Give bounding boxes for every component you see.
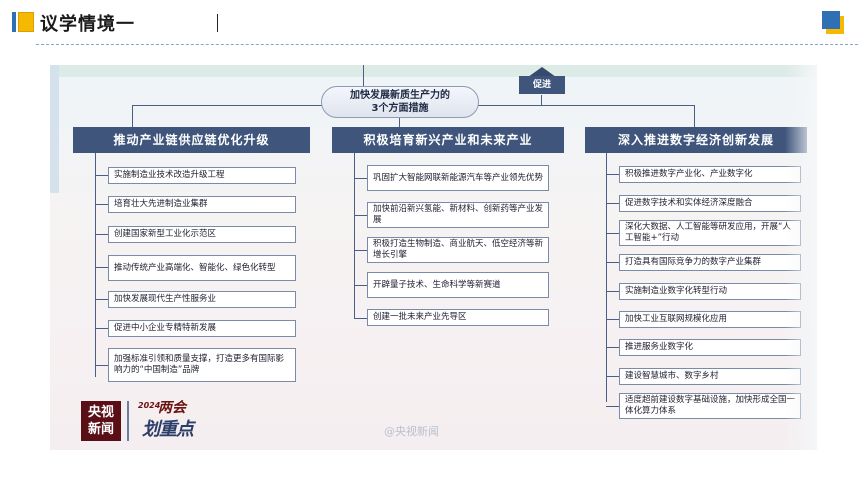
column-2-item: 积极打造生物制造、商业航天、低空经济等新增长引擎 [367, 237, 549, 263]
column-3-item: 加快工业互联网规模化应用 [619, 311, 801, 328]
branch-line [606, 376, 619, 377]
column-2-item: 开辟量子技术、生命科学等新赛道 [367, 272, 549, 298]
column-2-item: 创建一批未来产业先导区 [367, 309, 549, 326]
arrow-up-icon [528, 67, 556, 77]
center-node-line2: 3个方面措施 [371, 103, 429, 114]
column-3-item: 积极推进数字产业化、产业数字化 [619, 166, 801, 183]
branch-line [95, 175, 108, 176]
column-3-item: 深化大数据、人工智能等研发应用，开展“人工智能+”行动 [619, 220, 801, 246]
branch-line [95, 365, 108, 366]
connector-col3 [694, 105, 695, 127]
column-1-item: 加强标准引领和质量支撑，打造更多有国际影响力的“中国制造”品牌 [108, 348, 296, 382]
branch-line [354, 215, 367, 216]
branch-line [354, 250, 367, 251]
branch-line [606, 291, 619, 292]
column-2-spine [354, 153, 355, 319]
header-accent-square [18, 12, 34, 32]
column-3-item: 打造具有国际竞争力的数字产业集群 [619, 254, 801, 271]
branch-line [95, 204, 108, 205]
logo-year: 2024 [138, 401, 161, 410]
connector-col1 [132, 105, 133, 127]
header-divider [36, 44, 858, 45]
connector-right [477, 105, 694, 106]
column-1-item: 实施制造业技术改造升级工程 [108, 167, 296, 184]
branch-line [606, 262, 619, 263]
watermark: @央视新闻 [384, 425, 439, 438]
branch-line [95, 234, 108, 235]
connector-promote [541, 95, 542, 106]
cctv-news-logo: 央视 新闻 [81, 401, 121, 441]
center-node: 加快发展新质生产力的 3个方面措施 [321, 86, 479, 118]
diagram-image: 加快发展新质生产力的 3个方面措施 促进 推动产业链供应链优化升级 实施制造业技… [50, 65, 817, 450]
column-1-item: 推动传统产业高端化、智能化、绿色化转型 [108, 255, 296, 281]
left-band [50, 65, 59, 193]
column-3-spine [606, 153, 607, 402]
page-title: 议学情境一 [40, 14, 135, 35]
column-heading-1: 推动产业链供应链优化升级 [73, 127, 310, 153]
cctv-logo-line1: 央视 [87, 405, 114, 420]
branch-line [606, 174, 619, 175]
right-fade [785, 65, 817, 450]
connector-col2 [399, 116, 400, 127]
column-2-item: 巩固扩大智能网联新能源汽车等产业领先优势 [367, 165, 549, 191]
branch-line [95, 328, 108, 329]
column-1-item: 创建国家新型工业化示范区 [108, 226, 296, 243]
column-2-item: 加快前沿新兴氢能、新材料、创新药等产业发展 [367, 202, 549, 228]
branch-line [606, 347, 619, 348]
branch-line [95, 299, 108, 300]
connector-top [363, 65, 364, 86]
branch-line [354, 285, 367, 286]
branch-line [354, 178, 367, 179]
logo-divider [127, 401, 129, 441]
column-1-item: 促进中小企业专精特新发展 [108, 320, 296, 337]
corner-decoration-blue [822, 11, 840, 29]
branch-line [606, 203, 619, 204]
promote-label: 促进 [519, 76, 565, 94]
promote-arrow: 促进 [519, 67, 565, 99]
header-accent-bar [12, 12, 16, 32]
branch-line [354, 318, 367, 319]
column-3-item: 适度超前建设数字基础设施，加快形成全国一体化算力体系 [619, 393, 801, 419]
logo-lianghui: 两会 [158, 400, 186, 416]
column-3-item: 促进数字技术和实体经济深度融合 [619, 195, 801, 212]
column-3-item: 实施制造业数字化转型行动 [619, 283, 801, 300]
logo-huazhongdian: 划重点 [142, 419, 194, 440]
cctv-logo-line2: 新闻 [87, 422, 114, 437]
connector-left [132, 105, 322, 106]
branch-line [95, 267, 108, 268]
top-band [50, 65, 817, 77]
column-heading-2: 积极培育新兴产业和未来产业 [332, 127, 564, 153]
column-1-item: 加快发展现代生产性服务业 [108, 291, 296, 308]
text-cursor [217, 14, 218, 32]
branch-line [606, 233, 619, 234]
column-heading-3: 深入推进数字经济创新发展 [585, 127, 807, 153]
column-3-item: 推进服务业数字化 [619, 339, 801, 356]
branch-line [606, 319, 619, 320]
column-1-spine [95, 153, 96, 377]
branch-line [606, 406, 619, 407]
center-node-line1: 加快发展新质生产力的 [350, 90, 450, 101]
column-3-item: 建设智慧城市、数字乡村 [619, 368, 801, 385]
column-1-item: 培育壮大先进制造业集群 [108, 196, 296, 213]
